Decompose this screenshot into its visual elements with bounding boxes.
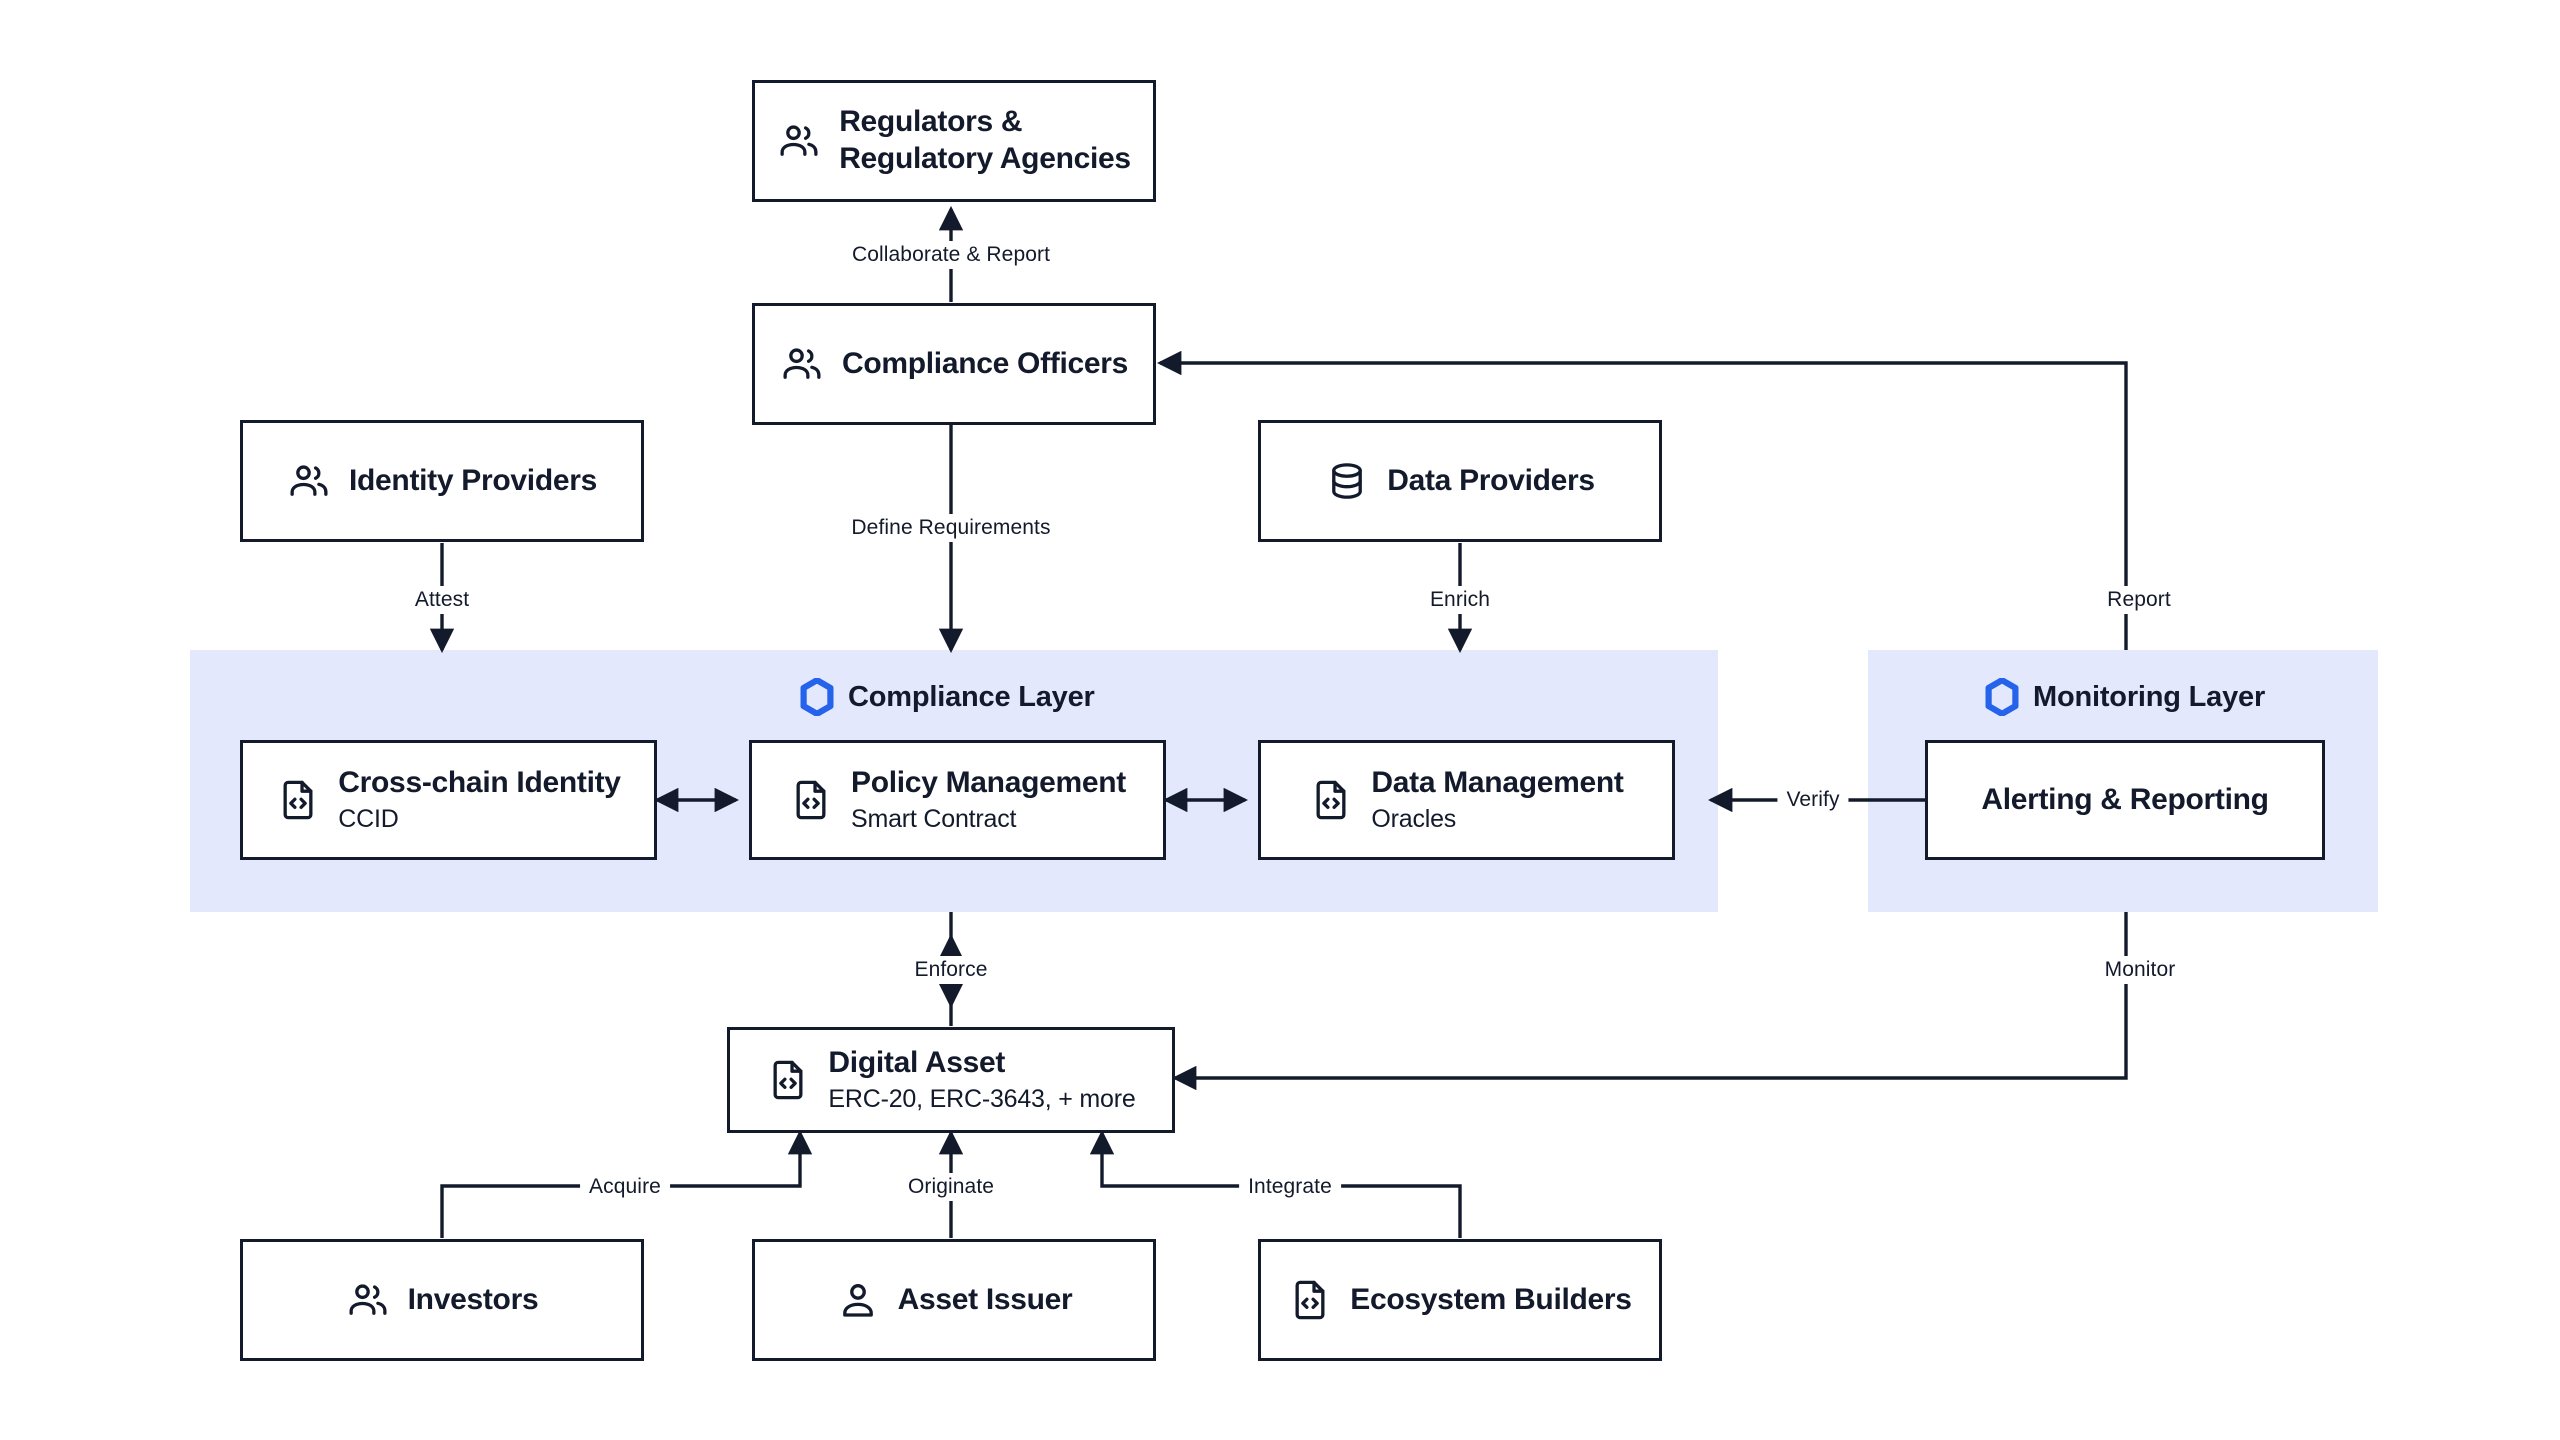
node-title: Compliance Officers	[841, 346, 1129, 380]
edge-label-attest: Attest	[405, 586, 479, 614]
edge-label-collaborate-report: Collaborate & Report	[842, 241, 1060, 269]
node-title: Asset Issuer	[897, 1282, 1073, 1316]
node-title: Ecosystem Builders	[1350, 1282, 1632, 1316]
edge-label-verify: Verify	[1777, 786, 1849, 814]
node-ecosystem-builders[interactable]: Ecosystem Builders	[1258, 1239, 1662, 1361]
code-document-icon	[1295, 1280, 1325, 1320]
users-icon	[349, 1284, 387, 1315]
node-subtitle: ERC-20, ERC-3643, + more	[828, 1085, 1136, 1114]
node-cross-chain-identity[interactable]: Cross-chain Identity CCID	[240, 740, 657, 860]
hexagon-icon	[1985, 678, 2019, 716]
compliance-layer-title: Compliance Layer	[800, 678, 1095, 716]
edge-label-enforce: Enforce	[905, 956, 997, 984]
monitoring-layer-label: Monitoring Layer	[2033, 680, 2266, 713]
node-digital-asset[interactable]: Digital Asset ERC-20, ERC-3643, + more	[727, 1027, 1175, 1133]
edge-label-integrate: Integrate	[1239, 1173, 1341, 1201]
code-document-icon	[283, 780, 313, 820]
compliance-layer-label: Compliance Layer	[848, 680, 1095, 713]
node-title: Policy Management	[851, 766, 1126, 800]
user-icon	[842, 1284, 873, 1317]
node-title: Digital Asset	[828, 1046, 1006, 1080]
code-document-icon	[1316, 780, 1346, 820]
node-policy-management[interactable]: Policy Management Smart Contract	[749, 740, 1166, 860]
monitoring-layer-title: Monitoring Layer	[1985, 678, 2265, 716]
node-title: Cross-chain Identity	[338, 766, 621, 800]
node-alerting-reporting[interactable]: Alerting & Reporting	[1925, 740, 2325, 860]
node-title: Regulators &	[839, 105, 1023, 139]
code-document-icon	[773, 1060, 803, 1100]
node-identity-providers[interactable]: Identity Providers	[240, 420, 644, 542]
edge-label-monitor: Monitor	[2095, 956, 2185, 984]
users-icon	[783, 348, 821, 379]
node-title: Investors	[407, 1282, 539, 1316]
node-investors[interactable]: Investors	[240, 1239, 644, 1361]
node-compliance-officers[interactable]: Compliance Officers	[752, 303, 1156, 425]
hexagon-icon	[800, 678, 834, 716]
node-title: Identity Providers	[348, 463, 597, 497]
node-subtitle: Smart Contract	[851, 805, 1017, 834]
users-icon	[290, 465, 328, 496]
node-subtitle: Oracles	[1371, 805, 1457, 834]
edge-label-acquire: Acquire	[580, 1173, 670, 1201]
database-icon	[1332, 463, 1363, 499]
users-icon	[780, 125, 818, 156]
node-title-line2: Regulatory Agencies	[839, 142, 1131, 175]
node-data-management[interactable]: Data Management Oracles	[1258, 740, 1675, 860]
edge-label-originate: Originate	[898, 1173, 1004, 1201]
node-title: Data Management	[1371, 766, 1624, 800]
node-asset-issuer[interactable]: Asset Issuer	[752, 1239, 1156, 1361]
edge-label-report: Report	[2098, 586, 2180, 614]
node-regulators[interactable]: Regulators & Regulatory Agencies	[752, 80, 1156, 202]
node-subtitle: CCID	[338, 805, 399, 834]
node-data-providers[interactable]: Data Providers	[1258, 420, 1662, 542]
code-document-icon	[796, 780, 826, 820]
edge-label-enrich: Enrich	[1420, 586, 1500, 614]
edge-label-define-requirements: Define Requirements	[842, 514, 1060, 542]
node-title: Alerting & Reporting	[1981, 782, 2269, 816]
node-title: Data Providers	[1387, 463, 1595, 497]
